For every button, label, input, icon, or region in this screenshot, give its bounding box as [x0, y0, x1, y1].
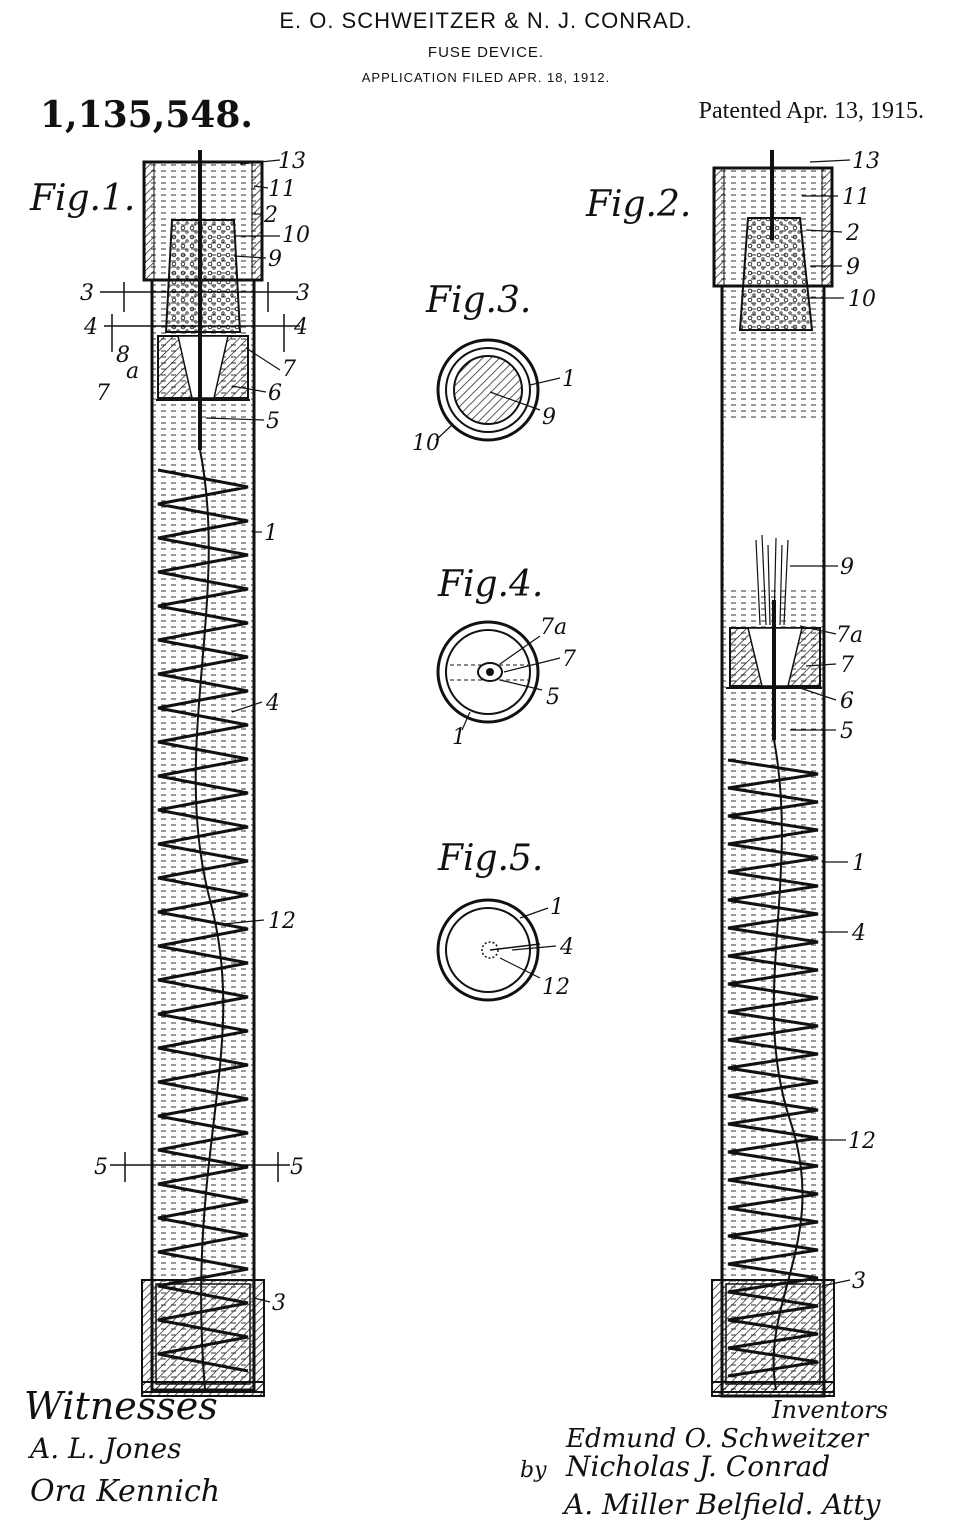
fig1-section-3-left: 3 — [80, 281, 94, 306]
fig2-label-5: 5 — [840, 719, 854, 744]
fig1-label-7: 7 — [282, 357, 296, 382]
fig4-label-1: 1 — [452, 725, 466, 750]
fig2-strands — [755, 534, 789, 626]
device-title: FUSE DEVICE. — [427, 44, 545, 61]
fig2-wire — [772, 739, 804, 1391]
fig5-label-1: 1 — [550, 895, 564, 920]
fig2-label-1: 1 — [852, 851, 866, 876]
fig1-label-2: 2 — [263, 203, 278, 228]
fig3-title: Fig.3. — [425, 280, 531, 321]
fig2-label-3: 3 — [852, 1269, 866, 1294]
figure-5 — [436, 898, 541, 1002]
patented-date: Patented Apr. 13, 1915. — [698, 98, 924, 124]
fig1-section-3-right: 3 — [296, 281, 310, 306]
attorney: A. Miller Belfield. Atty — [564, 1488, 881, 1521]
fig1-label-7a: 7 — [96, 381, 110, 406]
fig1-label-8a: a — [126, 359, 139, 384]
fig2-label-10: 10 — [848, 287, 876, 312]
application-filed: APPLICATION FILED APR. 18, 1912. — [361, 70, 611, 85]
fig1-wire — [194, 449, 225, 1391]
fig1-plug — [164, 219, 242, 333]
patent-number: 1,135,548. — [40, 94, 253, 136]
fig1-label-4: 4 — [265, 691, 280, 716]
fig1-label-13: 13 — [278, 149, 306, 174]
fig2-label-9-top: 9 — [846, 255, 860, 280]
fig1-section-5-right: 5 — [290, 1155, 304, 1180]
witnesses-heading: Witnesses — [24, 1384, 218, 1428]
fig2-label-9: 9 — [840, 555, 854, 580]
inventor-2: Nicholas J. Conrad — [566, 1450, 831, 1483]
witness-1: A. L. Jones — [30, 1432, 182, 1465]
figure-4 — [436, 620, 540, 724]
fig3-label-9: 9 — [542, 405, 556, 430]
fig2-label-11: 11 — [842, 185, 870, 210]
fig1-label-12: 12 — [268, 909, 296, 934]
fig2-label-6: 6 — [840, 689, 854, 714]
fig2-label-2: 2 — [845, 221, 860, 246]
fig1-label-8: 8 — [116, 343, 130, 368]
fig4-label-7: 7 — [562, 647, 576, 672]
fig1-label-10: 10 — [282, 223, 310, 248]
fig2-label-7a: 7a — [836, 623, 863, 648]
fig1-label-11: 11 — [268, 177, 296, 202]
fig1-spring — [157, 468, 249, 1373]
fig5-title: Fig.5. — [437, 838, 543, 879]
fig2-title: Fig.2. — [585, 184, 691, 225]
fig2-spring — [727, 758, 819, 1378]
fig1-section-5-left: 5 — [94, 1155, 108, 1180]
inventor-1: Edmund O. Schweitzer — [566, 1424, 869, 1454]
fig1-label-5: 5 — [266, 409, 280, 434]
fig1-label-1: 1 — [264, 521, 278, 546]
fig2-label-12: 12 — [848, 1129, 876, 1154]
figure-2 — [711, 150, 835, 1398]
inventors-header: E. O. SCHWEITZER & N. J. CONRAD. — [279, 8, 693, 33]
fig1-label-6: 6 — [268, 381, 282, 406]
fig2-label-4: 4 — [851, 921, 866, 946]
fig5-label-4: 4 — [559, 935, 574, 960]
fig4-label-5: 5 — [546, 685, 560, 710]
fig4-label-7a: 7a — [540, 615, 567, 640]
fig1-title: Fig.1. — [29, 178, 135, 219]
fig2-label-7: 7 — [840, 653, 854, 678]
figure-3 — [436, 338, 540, 442]
inventors-heading: Inventors — [772, 1396, 889, 1424]
fig1-label-9: 9 — [268, 247, 282, 272]
figure-1 — [100, 150, 300, 1397]
fig1-section-4-left: 4 — [83, 315, 98, 340]
fig2-plug — [738, 217, 814, 331]
fig1-label-3: 3 — [272, 1291, 286, 1316]
fig4-title: Fig.4. — [437, 564, 543, 605]
fig2-label-13: 13 — [852, 149, 880, 174]
fig1-section-4-right: 4 — [293, 315, 308, 340]
fig3-label-10: 10 — [412, 431, 440, 456]
by-label: by — [520, 1458, 547, 1483]
fig5-label-12: 12 — [542, 975, 570, 1000]
witness-2: Ora Kennich — [30, 1474, 221, 1509]
fig3-label-1: 1 — [562, 367, 576, 392]
